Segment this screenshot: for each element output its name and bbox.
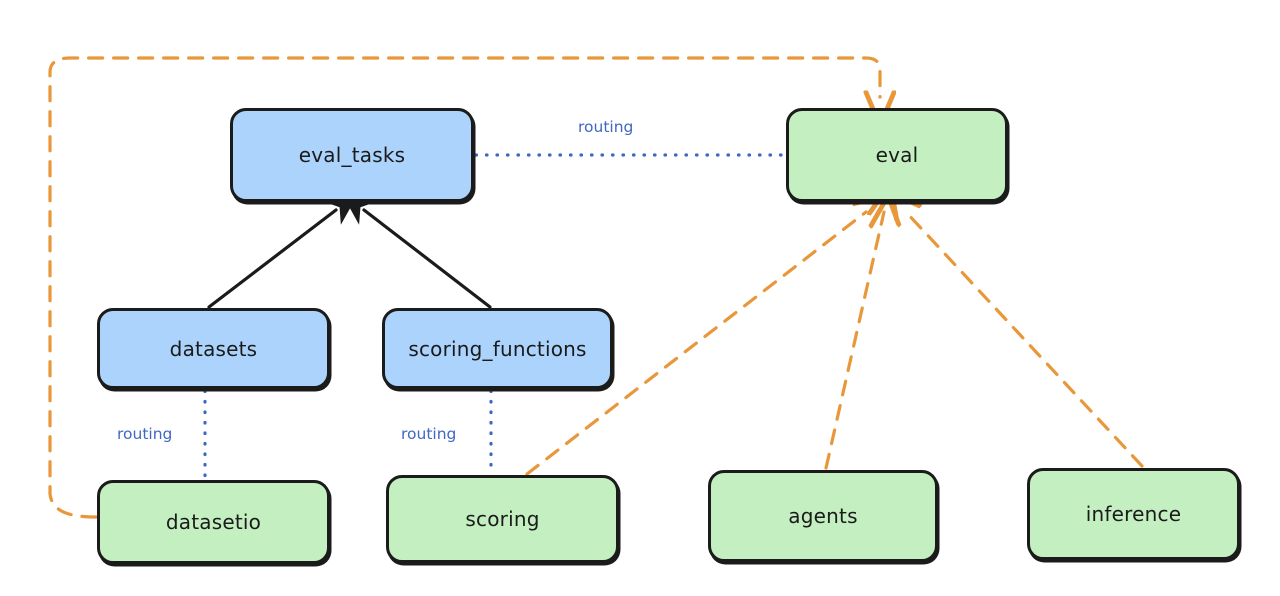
node-inference[interactable]: inference bbox=[1027, 468, 1240, 560]
node-agents[interactable]: agents bbox=[708, 470, 938, 562]
edge-agents-eval bbox=[824, 212, 884, 470]
node-datasetio[interactable]: datasetio bbox=[97, 480, 330, 564]
node-eval-tasks[interactable]: eval_tasks bbox=[230, 108, 474, 202]
node-label-eval-tasks: eval_tasks bbox=[298, 143, 406, 167]
edge-label-routing-eval: routing bbox=[578, 118, 634, 136]
node-scoring-functions[interactable]: scoring_functions bbox=[382, 308, 613, 389]
edge-inference-eval bbox=[906, 212, 1144, 468]
node-label-scoring: scoring bbox=[465, 507, 540, 531]
edge-scoring-eval bbox=[525, 212, 866, 476]
node-label-datasets: datasets bbox=[169, 336, 258, 361]
node-label-datasetio: datasetio bbox=[165, 510, 262, 534]
edge-datasetio-eval bbox=[48, 56, 880, 519]
edge-scoringfunctions-evaltasks bbox=[341, 192, 492, 309]
node-eval[interactable]: eval bbox=[786, 108, 1008, 202]
node-label-scoring-functions: scoring_functions bbox=[408, 336, 587, 361]
edge-label-routing-scoring: routing bbox=[401, 425, 457, 443]
node-datasets[interactable]: datasets bbox=[97, 308, 330, 389]
node-label-eval: eval bbox=[875, 143, 919, 167]
node-label-inference: inference bbox=[1085, 502, 1182, 526]
edge-datasets-evaltasks bbox=[207, 192, 359, 309]
node-scoring[interactable]: scoring bbox=[386, 475, 619, 563]
node-label-agents: agents bbox=[788, 504, 858, 528]
edge-label-routing-datasetio: routing bbox=[117, 425, 173, 443]
